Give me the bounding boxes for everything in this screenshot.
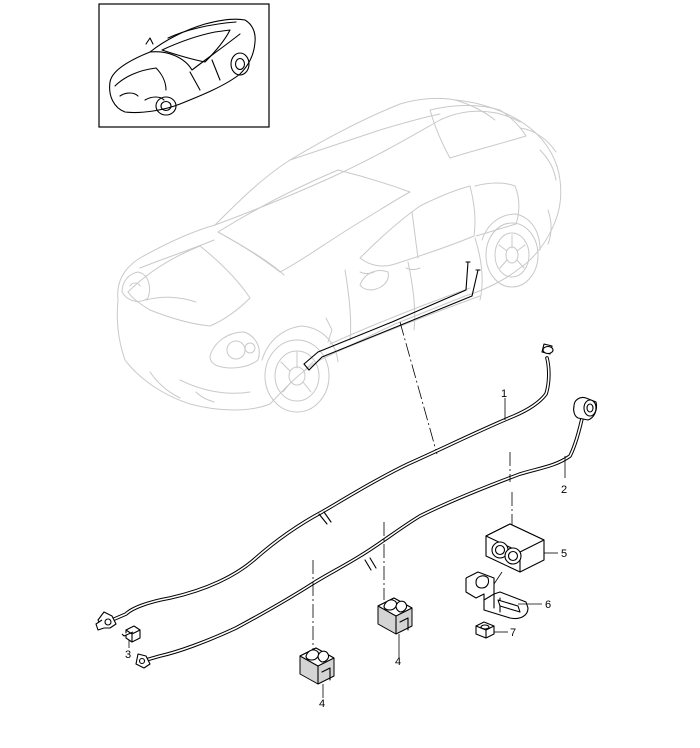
callout-1: 1 xyxy=(501,388,507,400)
callout-3: 3 xyxy=(125,649,131,661)
pipe-clip-lower xyxy=(299,647,335,685)
callout-2: 2 xyxy=(561,484,567,496)
callout-4-upper: 4 xyxy=(395,656,401,668)
installed-pipe-route xyxy=(303,261,481,371)
nut xyxy=(475,621,495,639)
vehicle-thumbnail xyxy=(98,3,270,128)
reference-line-main xyxy=(399,321,438,455)
fuel-pipe-1 xyxy=(95,343,554,631)
leader-lines xyxy=(128,398,566,698)
bolt xyxy=(121,625,141,643)
fuel-pipe-2 xyxy=(135,396,598,669)
callout-7: 7 xyxy=(510,627,516,639)
vehicle-outline xyxy=(116,97,562,413)
pipe-clip-upper xyxy=(377,597,413,635)
callout-5: 5 xyxy=(561,548,567,560)
bracket xyxy=(465,571,529,620)
callout-4-lower: 4 xyxy=(319,698,325,710)
callout-6: 6 xyxy=(545,599,551,611)
rubber-grommet xyxy=(485,523,545,573)
